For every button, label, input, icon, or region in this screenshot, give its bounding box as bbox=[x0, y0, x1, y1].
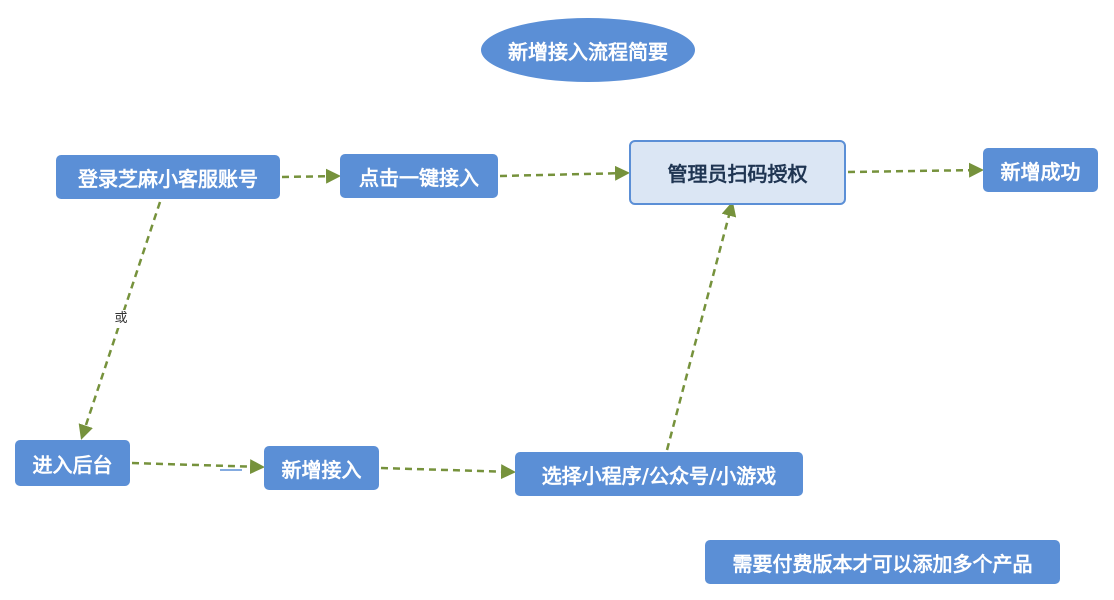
arrow-admin-to-success bbox=[847, 162, 984, 178]
node-add-success: 新增成功 bbox=[983, 148, 1098, 192]
note-paid-version: 需要付费版本才可以添加多个产品 bbox=[705, 540, 1060, 584]
node-enter-backend: 进入后台 bbox=[15, 440, 130, 486]
arrow-backend-to-newaccess bbox=[131, 459, 265, 475]
node-login-account: 登录芝麻小客服账号 bbox=[56, 155, 280, 199]
edge-label-or: 或 bbox=[108, 310, 134, 328]
arrow-select-to-admin bbox=[665, 201, 737, 451]
arrow-oneclick-to-admin bbox=[499, 165, 630, 181]
arrow-login-to-oneclick bbox=[281, 168, 341, 184]
node-admin-scan-authorize: 管理员扫码授权 bbox=[629, 140, 846, 205]
node-one-click-access: 点击一键接入 bbox=[340, 154, 498, 198]
arrow-newaccess-to-select bbox=[380, 464, 516, 480]
node-select-app-type: 选择小程序/公众号/小游戏 bbox=[515, 452, 803, 496]
flowchart-title: 新增接入流程简要 bbox=[481, 18, 695, 82]
node-new-access: 新增接入 bbox=[264, 446, 379, 490]
